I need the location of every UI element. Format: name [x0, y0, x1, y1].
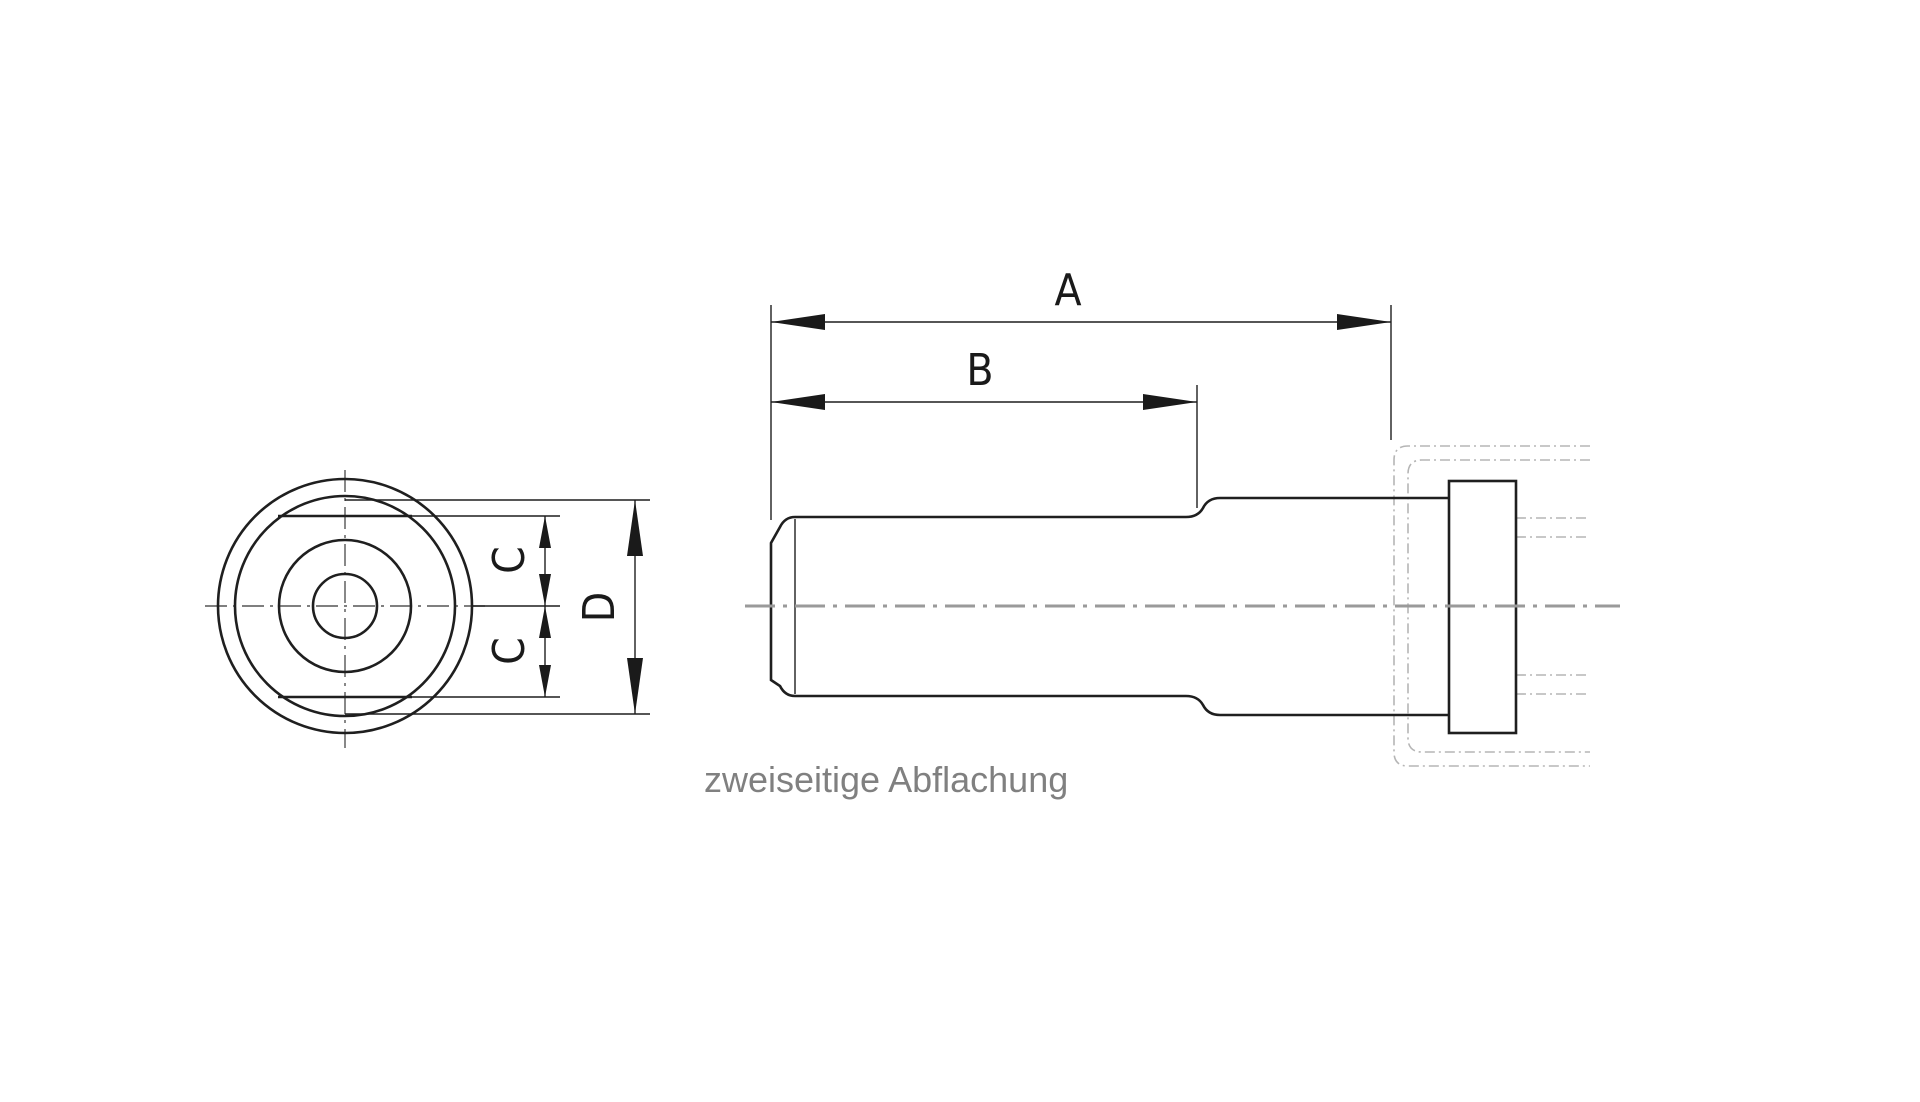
dim-c-top-arrow-up — [539, 516, 551, 548]
side-view-pin-body — [769, 496, 1449, 717]
dim-b-arrow-left — [771, 394, 825, 410]
caption-text: zweiseitige Abflachung — [704, 759, 1068, 800]
end-view-second-circle — [233, 494, 457, 718]
dim-d-label: D — [574, 592, 625, 623]
dim-c-bottom-arrow-down — [539, 665, 551, 697]
side-view: A B — [745, 265, 1620, 767]
dim-b-arrow-right — [1143, 394, 1197, 410]
dim-c-bottom-arrow-up — [539, 606, 551, 638]
dim-a-label: A — [1054, 265, 1081, 316]
dim-c-top-label: C — [484, 546, 535, 574]
dim-b-label: B — [966, 345, 993, 396]
end-view-bore-circle — [311, 572, 379, 640]
dim-a-arrow-right — [1337, 314, 1391, 330]
dim-d-arrow-down — [627, 658, 643, 714]
end-view: C C D — [205, 470, 650, 748]
dim-c-bottom-label: C — [484, 637, 535, 665]
end-view-inner-circle — [277, 538, 413, 674]
dim-d-arrow-up — [627, 500, 643, 556]
dim-a-arrow-left — [771, 314, 825, 330]
dim-c-top-arrow-down — [539, 574, 551, 606]
